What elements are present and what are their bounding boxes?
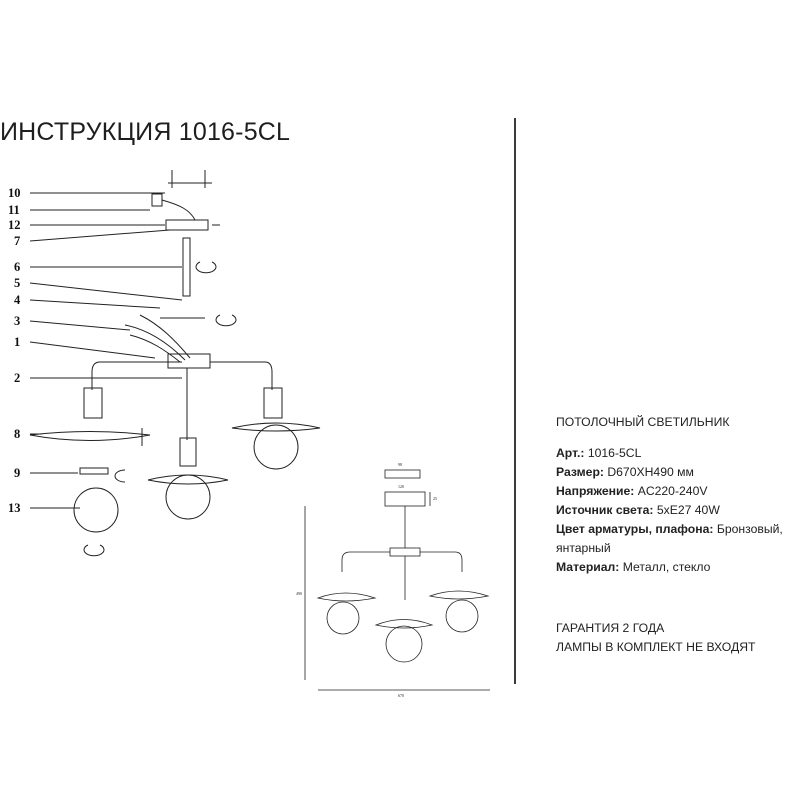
part-number-9: 9 [14,466,21,480]
spec-value: Металл, стекло [622,560,711,574]
part-number-3: 3 [14,314,21,328]
dim-canopy-height: 25 [433,496,437,501]
part-number-4: 4 [14,293,21,307]
spec-label: Материал: [556,560,620,574]
vertical-divider [514,118,516,684]
spec-label: Размер: [556,465,604,479]
spec-value: янтарный [556,541,611,555]
spec-row-color-cont: янтарный [556,541,611,555]
spec-label: Напряжение: [556,484,635,498]
part-number-6: 6 [14,260,21,274]
part-number-7: 7 [14,234,21,248]
dim-canopy-small: 98 [398,462,402,467]
part-number-5: 5 [14,276,21,290]
dim-width: 670 [398,693,404,698]
lamps-note: ЛАМПЫ В КОМПЛЕКТ НЕ ВХОДЯТ [556,640,756,654]
part-number-2: 2 [14,371,21,385]
spec-row-color: Цвет арматуры, плафона: Бронзовый, [556,522,783,536]
part-number-10: 10 [8,186,21,200]
dim-canopy: 120 [398,484,404,489]
dim-height: 490 [296,591,302,596]
spec-row-light-source: Источник света: 5xE27 40W [556,503,720,517]
spec-value: 1016-5CL [587,446,642,460]
part-number-11: 11 [8,203,20,217]
part-number-8: 8 [14,427,21,441]
spec-row-material: Материал: Металл, стекло [556,560,710,574]
spec-label: Источник света: [556,503,654,517]
product-type: ПОТОЛОЧНЫЙ СВЕТИЛЬНИК [556,415,730,429]
spec-label: Цвет арматуры, плафона: [556,522,714,536]
document-title: ИНСТРУКЦИЯ 1016-5CL [0,118,291,146]
spec-row-article: Арт.: 1016-5CL [556,446,641,460]
spec-row-size: Размер: D670XH490 мм [556,465,694,479]
spec-value: 5xE27 40W [656,503,720,517]
part-number-1: 1 [14,335,21,349]
spec-value: Бронзовый, [716,522,783,536]
spec-label: Арт.: [556,446,585,460]
spec-value: D670XH490 мм [607,465,694,479]
warranty-note: ГАРАНТИЯ 2 ГОДА [556,621,665,635]
part-number-13: 13 [8,501,21,515]
part-number-12: 12 [8,218,21,232]
spec-value: AC220-240V [637,484,708,498]
spec-row-voltage: Напряжение: AC220-240V [556,484,707,498]
